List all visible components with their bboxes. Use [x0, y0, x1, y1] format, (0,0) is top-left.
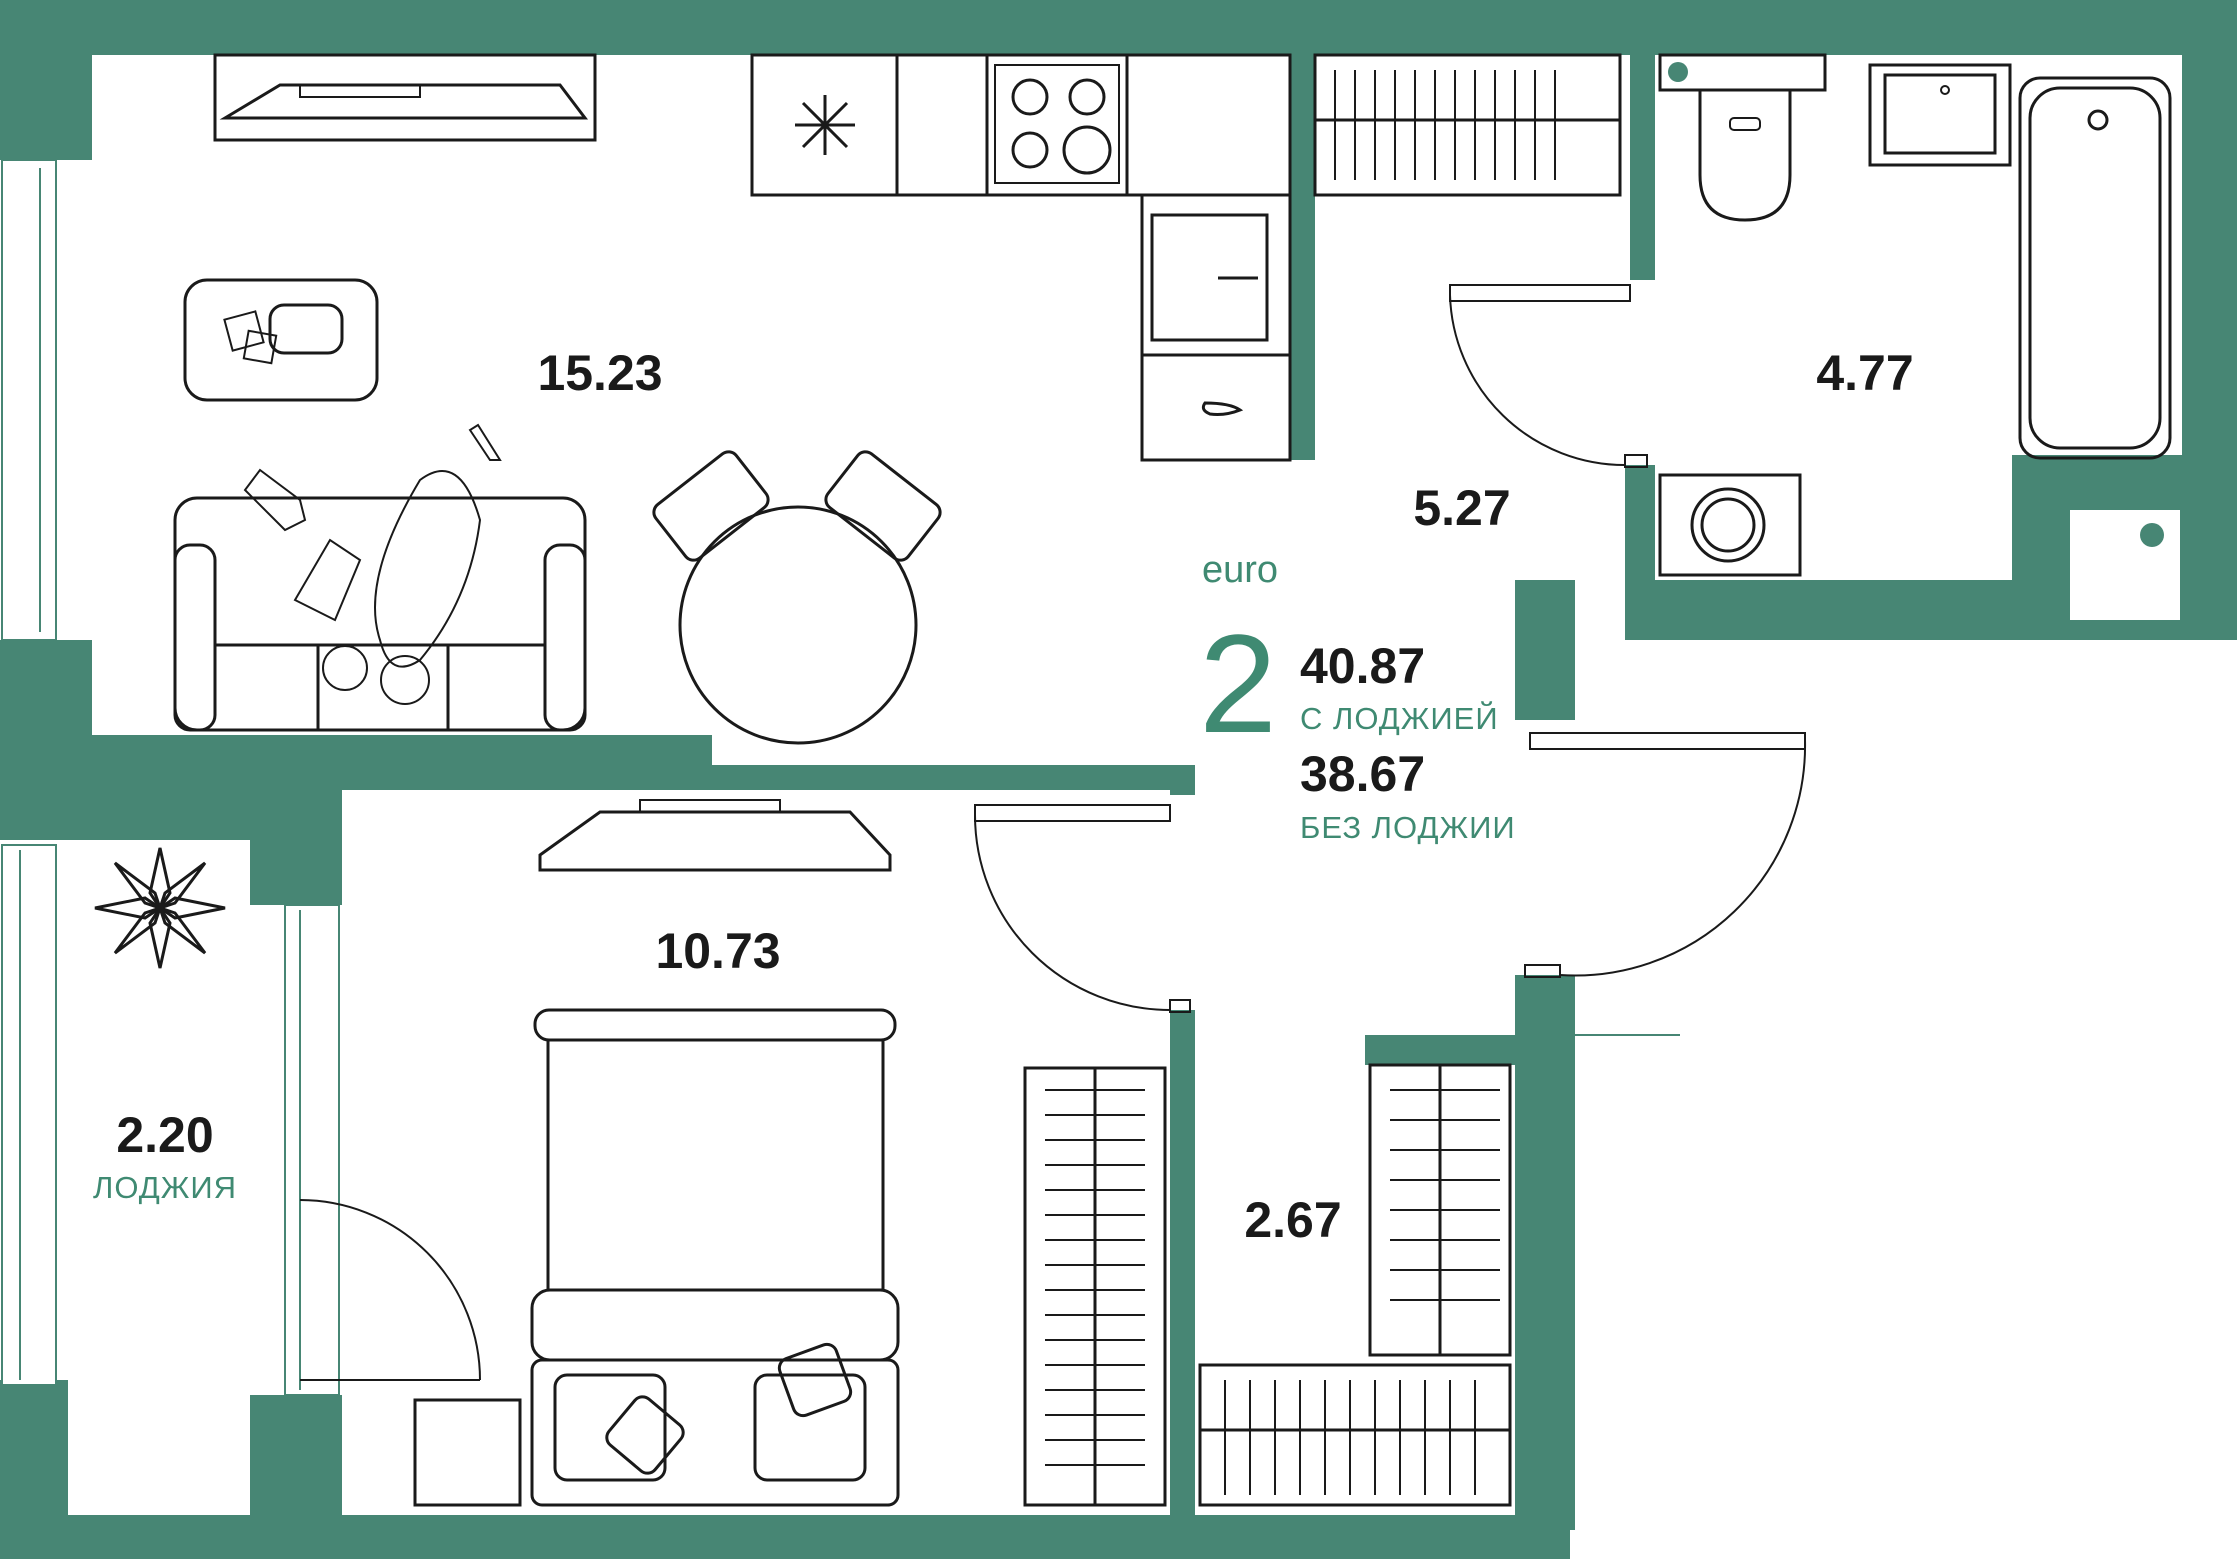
kitchen-living-area: 15.23 — [537, 345, 662, 401]
shaft — [2070, 510, 2180, 620]
plant-icon — [94, 847, 226, 969]
bathroom-area: 4.77 — [1816, 345, 1913, 401]
wardrobe-closet — [1198, 1063, 1512, 1507]
storage-area: 2.67 — [1244, 1192, 1341, 1248]
wardrobe-bedroom — [1023, 1066, 1167, 1507]
table-icon — [652, 450, 942, 745]
shaft-dot — [2140, 523, 2164, 547]
plan-type: euro — [1202, 549, 1278, 591]
total-without-loggia-label: БЕЗ ЛОДЖИИ — [1300, 810, 1516, 845]
bathtub-icon — [2018, 76, 2172, 460]
rooms-count: 2 — [1199, 605, 1277, 762]
hallway-area: 5.27 — [1413, 480, 1510, 536]
total-with-loggia-label: С ЛОДЖИЕЙ — [1300, 700, 1499, 736]
tv-icon — [213, 53, 597, 142]
bed-icon — [530, 1008, 900, 1507]
wardrobe-icon — [1313, 53, 1622, 197]
bedroom-area: 10.73 — [655, 923, 780, 979]
loggia-area: 2.20 — [116, 1107, 213, 1163]
total-without-loggia: 38.67 — [1300, 746, 1425, 802]
coffee-table-icon — [183, 278, 379, 402]
sofa-icon — [173, 423, 587, 732]
basin — [1868, 63, 2012, 167]
door-icon — [299, 284, 1807, 1381]
windows — [1, 159, 1757, 1396]
dishwasher — [1140, 353, 1292, 462]
washer-icon — [1658, 473, 1802, 577]
tv-bedroom — [538, 799, 892, 872]
total-with-loggia: 40.87 — [1300, 638, 1425, 694]
loggia-label: ЛОДЖИЯ — [93, 1170, 237, 1205]
nightstand — [413, 1398, 522, 1507]
toilet-icon — [1658, 53, 1827, 222]
